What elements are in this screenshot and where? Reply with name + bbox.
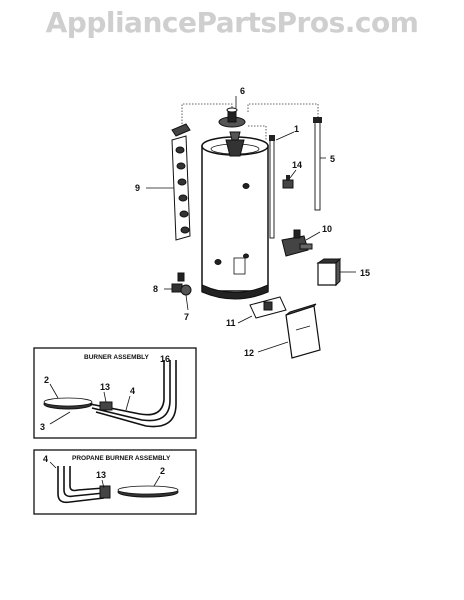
burner-label-2: 2 <box>44 375 49 385</box>
relief-valve-fitting <box>282 175 294 189</box>
burner-assembly-inset: BURNER ASSEMBLY 2 13 4 3 16 <box>33 347 197 439</box>
propane-label-13: 13 <box>96 470 106 480</box>
callout-8: 8 <box>153 284 158 294</box>
leader-lines <box>146 96 356 353</box>
callout-10: 10 <box>322 224 332 234</box>
propane-label-4: 4 <box>43 454 48 464</box>
anode-rod <box>313 117 322 211</box>
callout-12: 12 <box>244 348 254 358</box>
inner-door-bracket <box>249 296 287 319</box>
callout-7: 7 <box>184 312 189 322</box>
callout-11: 11 <box>226 318 236 328</box>
flue-baffle <box>218 107 246 128</box>
drain-valve <box>171 272 192 296</box>
callout-5: 5 <box>330 154 335 164</box>
outer-door <box>285 303 321 359</box>
propane-burner-assembly-inset: PROPANE BURNER ASSEMBLY 4 13 2 <box>33 449 197 515</box>
burner-assembly-title: BURNER ASSEMBLY <box>84 354 150 361</box>
callout-14: 14 <box>292 160 302 170</box>
callout-15: 15 <box>360 268 370 278</box>
callout-1: 1 <box>294 124 299 134</box>
propane-label-2: 2 <box>160 466 165 476</box>
burner-label-13: 13 <box>100 382 110 392</box>
propane-burner-assembly-title: PROPANE BURNER ASSEMBLY <box>72 455 171 462</box>
burner-label-16: 16 <box>160 354 170 364</box>
watermark: AppliancePartsPros.com <box>45 6 419 39</box>
heat-trap-strip <box>171 123 191 241</box>
connector-lines <box>181 103 319 140</box>
callout-9: 9 <box>135 183 140 193</box>
thermostat-cover <box>316 257 342 287</box>
burner-label-4: 4 <box>130 386 135 396</box>
gas-control-valve <box>281 229 313 257</box>
callout-6: 6 <box>240 86 245 96</box>
water-heater-tank <box>201 131 269 300</box>
dip-tube <box>269 135 275 239</box>
burner-label-3: 3 <box>40 422 45 432</box>
